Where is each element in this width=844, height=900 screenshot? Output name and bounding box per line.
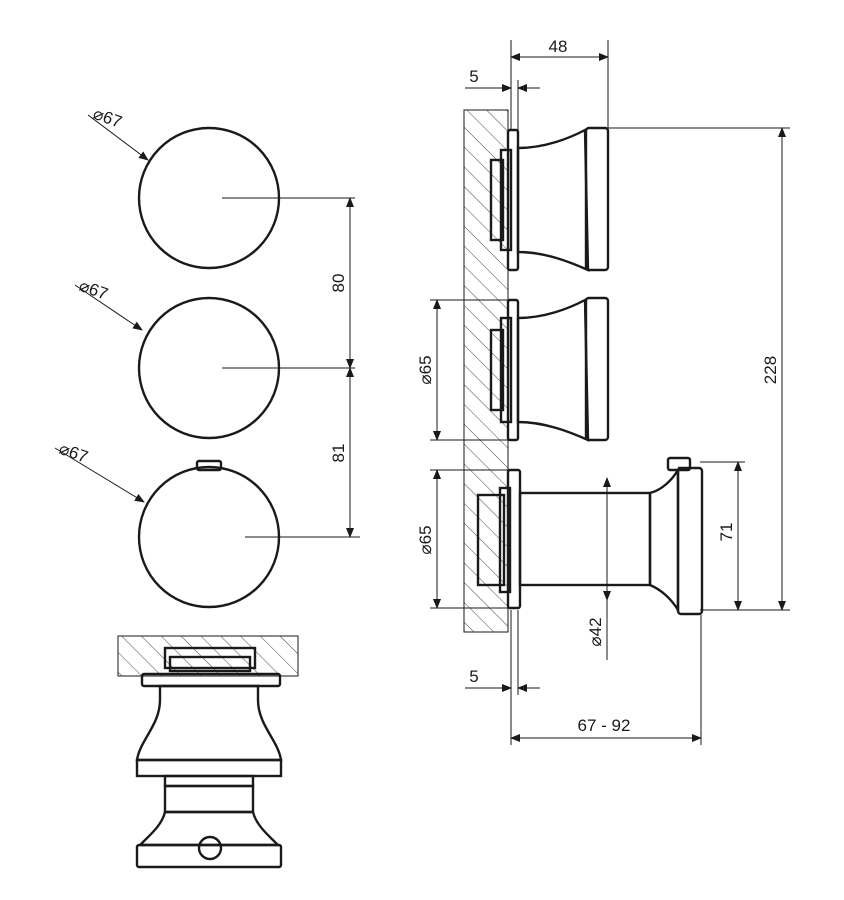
dim-side-depth: 48	[549, 37, 568, 56]
side-view: 48 5 228 71 ⌀65 ⌀65 ⌀42 5 67 - 92	[416, 37, 790, 745]
dim-knob-diameter-1: ⌀67	[91, 104, 125, 132]
dim-spacing-top: 80	[329, 274, 348, 293]
dim-knob-diameter-3: ⌀67	[57, 439, 91, 467]
dim-lever-height: 71	[717, 523, 736, 542]
dim-wall-offset-bottom: 5	[469, 667, 478, 686]
knob-tab	[195, 459, 223, 472]
dim-knob-diameter-2: ⌀67	[77, 276, 111, 304]
dim-stem-diameter: ⌀42	[586, 617, 605, 646]
top-view	[117, 635, 299, 869]
dim-total-height: 228	[761, 356, 780, 384]
dim-rosette-diameter-1: ⌀65	[416, 355, 435, 384]
dim-projection-range: 67 - 92	[578, 716, 631, 735]
diverter-hole	[197, 835, 223, 861]
dim-wall-offset-top: 5	[469, 67, 478, 86]
dim-rosette-diameter-2: ⌀65	[416, 525, 435, 554]
dim-spacing-bottom: 81	[329, 444, 348, 463]
front-view: 80 81 ⌀67 ⌀67 ⌀67	[54, 104, 360, 609]
